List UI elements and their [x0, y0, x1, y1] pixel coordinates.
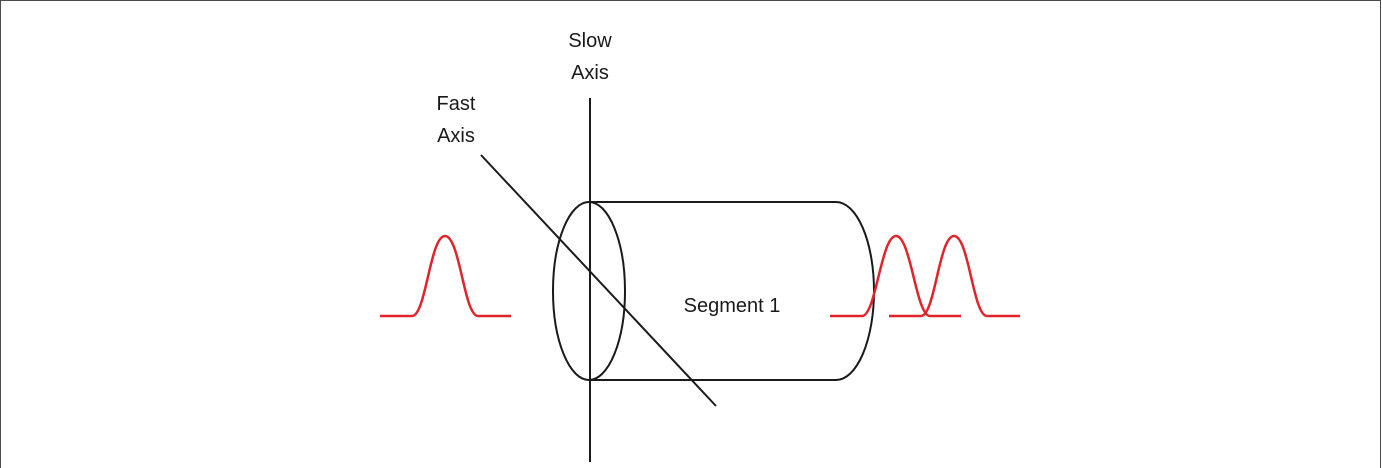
output-pulse-fast: [830, 234, 961, 318]
slow-axis-label-line2: Axis: [571, 62, 609, 84]
slow-axis-label-line1: Slow: [568, 30, 612, 52]
input-pulse: [380, 234, 511, 318]
fast-axis-line: [480, 154, 717, 407]
fiber-segment-cylinder: [552, 201, 875, 381]
segment-label: Segment 1: [684, 295, 781, 317]
fast-axis-label-line2: Axis: [437, 125, 475, 147]
fast-axis-label-line1: Fast: [437, 93, 476, 115]
output-pulse-slow: [889, 234, 1020, 318]
cylinder-front-face: [552, 201, 626, 381]
cylinder-body-outline: [589, 201, 875, 381]
